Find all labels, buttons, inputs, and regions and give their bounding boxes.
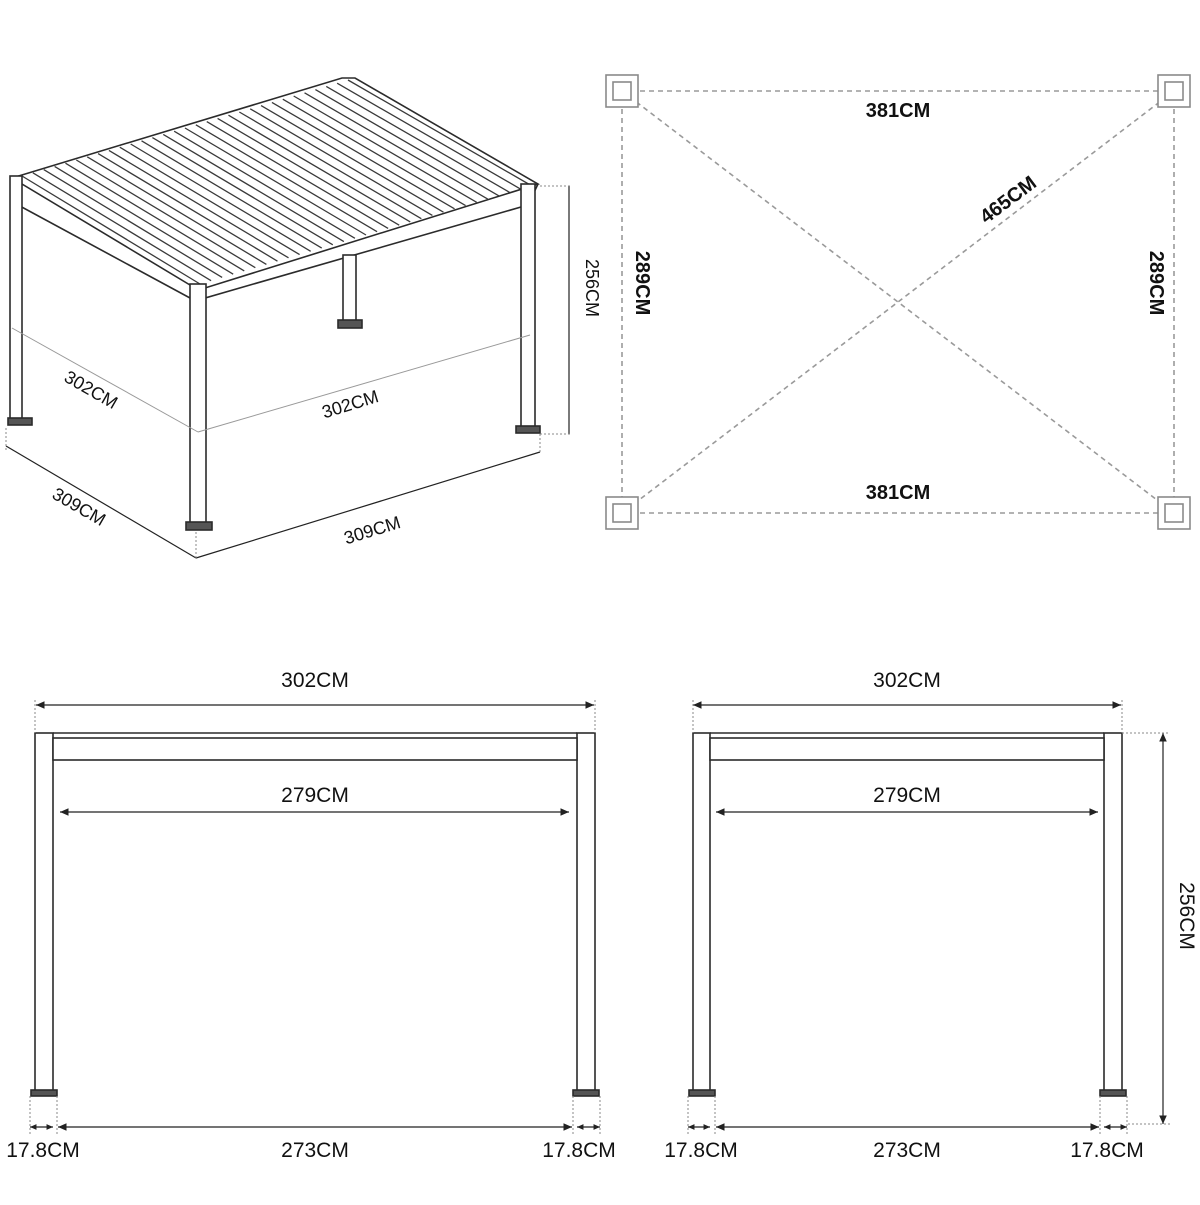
roof-louver <box>86 156 267 265</box>
roof-louver <box>228 114 411 223</box>
roof-louver <box>173 130 356 239</box>
plan-post-bottom-left <box>605 496 639 530</box>
roof-louver <box>108 149 289 259</box>
foot-front-right <box>515 425 541 434</box>
plan-diagonal-b <box>621 90 1175 514</box>
roof-louver <box>97 153 278 262</box>
elev-left-beam <box>52 737 578 761</box>
elev-right-beam <box>709 737 1105 761</box>
elev-right-foot-left <box>688 1089 716 1097</box>
roof-louver <box>32 172 212 282</box>
roof-louver <box>336 82 522 190</box>
elev-right-post-right <box>1103 732 1123 1092</box>
roof-louver <box>315 89 500 197</box>
roof-louver <box>65 162 245 272</box>
label-perspective-outer-front: 309CM <box>342 512 403 548</box>
roof-louver <box>130 143 311 252</box>
perspective-view <box>5 77 572 560</box>
roof-louver <box>162 133 345 243</box>
roof-louver <box>152 137 334 246</box>
roof-louver <box>217 117 400 226</box>
roof-louver <box>184 127 367 236</box>
roof-louver <box>141 140 323 249</box>
roof-louver <box>54 165 234 275</box>
label-elev-left-post-left: 17.8CM <box>6 1139 80 1162</box>
roof-front-beam <box>204 183 539 300</box>
label-elev-left-clear: 273CM <box>281 1139 349 1162</box>
label-perspective-height: 256CM <box>582 259 602 317</box>
label-elev-right-overall: 302CM <box>873 669 941 692</box>
plan-post-inner-bl <box>612 503 632 523</box>
plan-post-inner-tr <box>1164 81 1184 101</box>
plan-post-inner-br <box>1164 503 1184 523</box>
label-plan-right: 289CM <box>1145 251 1167 315</box>
elev-left-post-left <box>34 732 54 1092</box>
roof-louver <box>75 159 256 269</box>
elev-right-post-left <box>692 732 711 1092</box>
roof-louver <box>249 108 433 216</box>
roof-louver <box>195 124 378 233</box>
post-left-rear <box>9 175 23 421</box>
label-elev-left-overall: 302CM <box>281 669 349 692</box>
elev-left-foot-left <box>30 1089 58 1097</box>
label-perspective-width-left: 302CM <box>61 367 121 413</box>
label-elev-right-clear: 273CM <box>873 1139 941 1162</box>
label-perspective-width-front: 302CM <box>320 386 381 422</box>
roof-louver <box>325 85 511 194</box>
label-plan-diagonal: 465CM <box>976 172 1041 228</box>
post-back <box>342 254 357 322</box>
foot-back <box>337 319 363 329</box>
foot-left-rear <box>7 417 33 426</box>
roof-louver <box>206 121 389 230</box>
label-plan-left: 289CM <box>631 251 653 315</box>
roof-louver <box>347 79 533 187</box>
post-front-left <box>189 283 207 525</box>
plan-view <box>605 74 1191 530</box>
elevation-right <box>687 700 1170 1134</box>
label-elev-right-height: 256CM <box>1175 882 1198 950</box>
label-plan-bottom: 381CM <box>866 482 930 504</box>
label-elev-left-post-right: 17.8CM <box>542 1139 616 1162</box>
dim-outer-front-line <box>195 451 541 559</box>
elev-left-post-right <box>576 732 596 1092</box>
label-plan-top: 381CM <box>866 100 930 122</box>
label-elev-right-post-left: 17.8CM <box>664 1139 738 1162</box>
roof-louver <box>239 111 422 220</box>
guide-front <box>197 334 531 433</box>
guide-left <box>11 327 199 433</box>
label-elev-left-inner: 279CM <box>281 784 349 807</box>
label-elev-right-post-right: 17.8CM <box>1070 1139 1144 1162</box>
roof-louver <box>43 169 223 279</box>
roof-louver <box>304 92 489 200</box>
plan-diagonal-a <box>621 90 1175 514</box>
plan-post-inner-tl <box>612 81 632 101</box>
label-perspective-outer-left: 309CM <box>49 484 109 530</box>
roof-louvers <box>21 79 533 285</box>
elevation-left <box>29 700 601 1134</box>
foot-front-left <box>185 521 213 531</box>
roof-louver <box>21 175 201 285</box>
roof-louver <box>260 105 444 213</box>
roof-louver <box>293 95 477 203</box>
dim-outer-left-line <box>5 445 197 559</box>
elev-right-foot-right <box>1099 1089 1127 1097</box>
elev-left-foot-right <box>572 1089 600 1097</box>
roof-louver <box>119 146 300 256</box>
roof-louver <box>282 98 466 207</box>
label-elev-right-inner: 279CM <box>873 784 941 807</box>
roof-louver <box>271 101 455 210</box>
post-front-right <box>520 183 536 428</box>
